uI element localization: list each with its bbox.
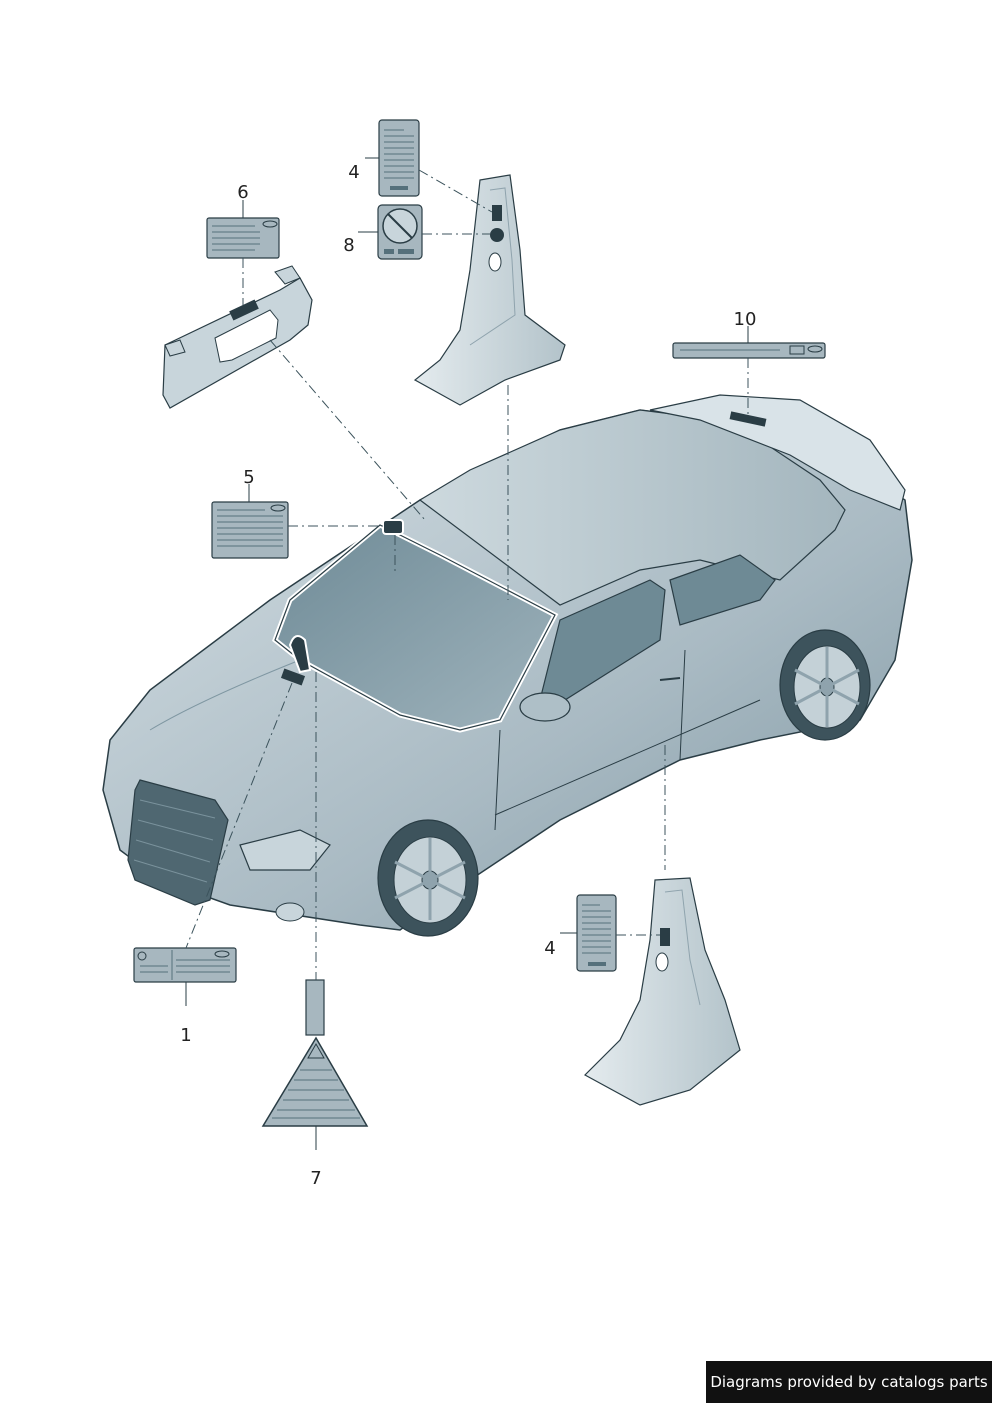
rear-deck-label [729,411,767,427]
part-10-label [672,342,826,359]
side-mirror [519,692,571,722]
callout-4-lower: 4 [544,938,555,959]
callout-numbers: 6 4 8 10 5 1 4 7 [180,162,756,1189]
callout-4-upper: 4 [348,162,359,183]
rear-deck [649,394,906,511]
callout-8: 8 [343,235,354,256]
part-6-label [206,217,280,259]
pillar-label-8 [490,228,504,242]
pillar-label-4-upper [492,205,502,221]
callout-5: 5 [243,467,254,488]
car-illustration [102,394,913,937]
part-7-warning-triangle [261,979,369,1127]
part-4-label-upper [378,119,420,197]
part-4-label-lower [576,894,617,972]
windshield-label [382,519,404,535]
sun-visor-label [229,299,259,321]
leader-lines [185,157,749,1150]
callout-7: 7 [310,1168,321,1189]
rear-side-window [669,554,776,626]
b-pillar-lower [584,877,741,1106]
dash-lines [185,169,749,980]
callout-6: 6 [237,182,248,203]
hood-label [280,668,306,686]
footer-credit: Diagrams provided by catalogs parts [706,1361,992,1403]
part-8-label [377,204,423,260]
b-pillar-upper [413,174,566,406]
part-5-label [211,501,289,559]
callout-1: 1 [180,1025,191,1046]
pillar-label-4-lower [660,928,670,946]
sun-visor [162,265,313,409]
callout-10: 10 [734,309,757,330]
front-grille [127,779,229,906]
headlight [239,829,331,871]
part-1-label [133,947,237,983]
